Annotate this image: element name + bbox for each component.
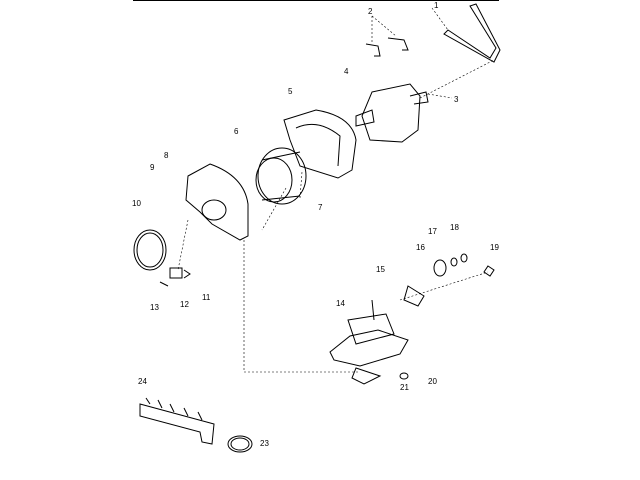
callout-24: 24 <box>138 377 147 386</box>
callout-2: 2 <box>368 7 373 16</box>
motor <box>355 59 495 143</box>
terminal-block <box>139 397 215 445</box>
top-rule <box>133 0 499 1</box>
callout-7: 7 <box>318 203 323 212</box>
callout-9: 9 <box>150 163 155 172</box>
callout-3: 3 <box>454 95 459 104</box>
callout-21: 21 <box>400 383 409 392</box>
lead-line <box>243 240 358 373</box>
idler-pulley <box>433 253 495 277</box>
seal-ring <box>133 229 167 271</box>
blower-housing <box>283 109 357 179</box>
lead-line <box>177 219 189 271</box>
callout-12: 12 <box>180 300 189 309</box>
thermostat-assembly <box>159 267 191 287</box>
callout-13: 13 <box>150 303 159 312</box>
callout-23: 23 <box>260 439 269 448</box>
callout-15: 15 <box>376 265 385 274</box>
lead-line <box>399 271 489 301</box>
callout-10: 10 <box>132 199 141 208</box>
callout-11: 11 <box>202 293 211 302</box>
lead-line <box>261 187 287 231</box>
callout-14: 14 <box>336 299 345 308</box>
callout-19: 19 <box>490 243 499 252</box>
blower-wheel <box>255 147 307 205</box>
callout-18: 18 <box>450 223 459 232</box>
belt <box>431 3 501 63</box>
nut <box>399 372 409 380</box>
front-housing <box>185 163 249 241</box>
hose-clamp <box>227 435 253 453</box>
callout-20: 20 <box>428 377 437 386</box>
callout-4: 4 <box>344 67 349 76</box>
idler-spring-arm <box>371 285 425 321</box>
callout-6: 6 <box>234 127 239 136</box>
motor-mount <box>329 313 409 385</box>
callout-16: 16 <box>416 243 425 252</box>
callout-5: 5 <box>288 87 293 96</box>
callout-1: 1 <box>434 1 439 10</box>
callout-8: 8 <box>164 151 169 160</box>
callout-17: 17 <box>428 227 437 236</box>
lead-line <box>299 171 303 199</box>
motor-clips <box>365 15 409 57</box>
